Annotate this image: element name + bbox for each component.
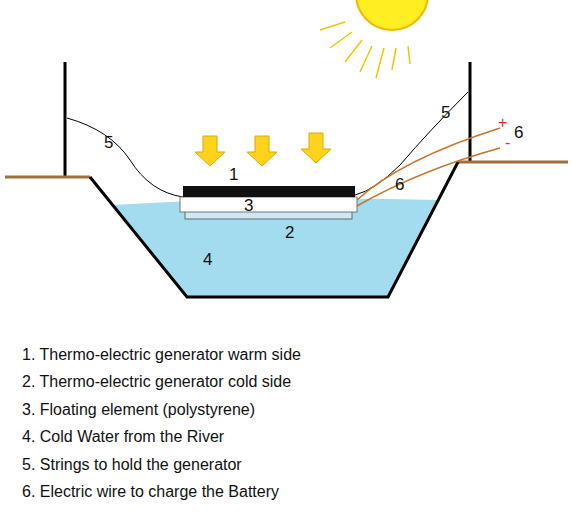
post — [64, 62, 67, 177]
water — [113, 199, 438, 297]
sun-arrows — [195, 133, 331, 166]
callout-number: 3 — [244, 197, 253, 214]
polarity-sign: - — [505, 135, 510, 151]
post — [469, 62, 472, 163]
callout-number: 2 — [285, 224, 294, 241]
callout-number: 5 — [441, 104, 450, 121]
legend-item: 5. Strings to hold the generator — [22, 457, 242, 473]
ground — [5, 176, 90, 179]
callout-number: 6 — [514, 124, 523, 141]
wire — [357, 128, 500, 200]
callout-number: 4 — [203, 251, 212, 268]
ground — [458, 161, 568, 164]
sun-rays — [320, 22, 410, 78]
polarity-sign: + — [498, 115, 507, 131]
legend-item: 4. Cold Water from the River — [22, 429, 224, 445]
legend-item: 6. Electric wire to charge the Battery — [22, 484, 279, 500]
legend-item: 1. Thermo-electric generator warm side — [22, 347, 301, 363]
warm-side — [183, 186, 355, 197]
pit — [90, 162, 458, 297]
wire — [357, 148, 500, 206]
callout-number: 1 — [229, 166, 238, 183]
legend-item: 2. Thermo-electric generator cold side — [22, 374, 291, 390]
legend-item: 3. Floating element (polystyrene) — [22, 402, 255, 418]
string — [67, 118, 183, 197]
sun — [356, 0, 428, 30]
float — [180, 197, 357, 212]
callout-number: 6 — [395, 176, 404, 193]
callout-number: 5 — [104, 134, 113, 151]
